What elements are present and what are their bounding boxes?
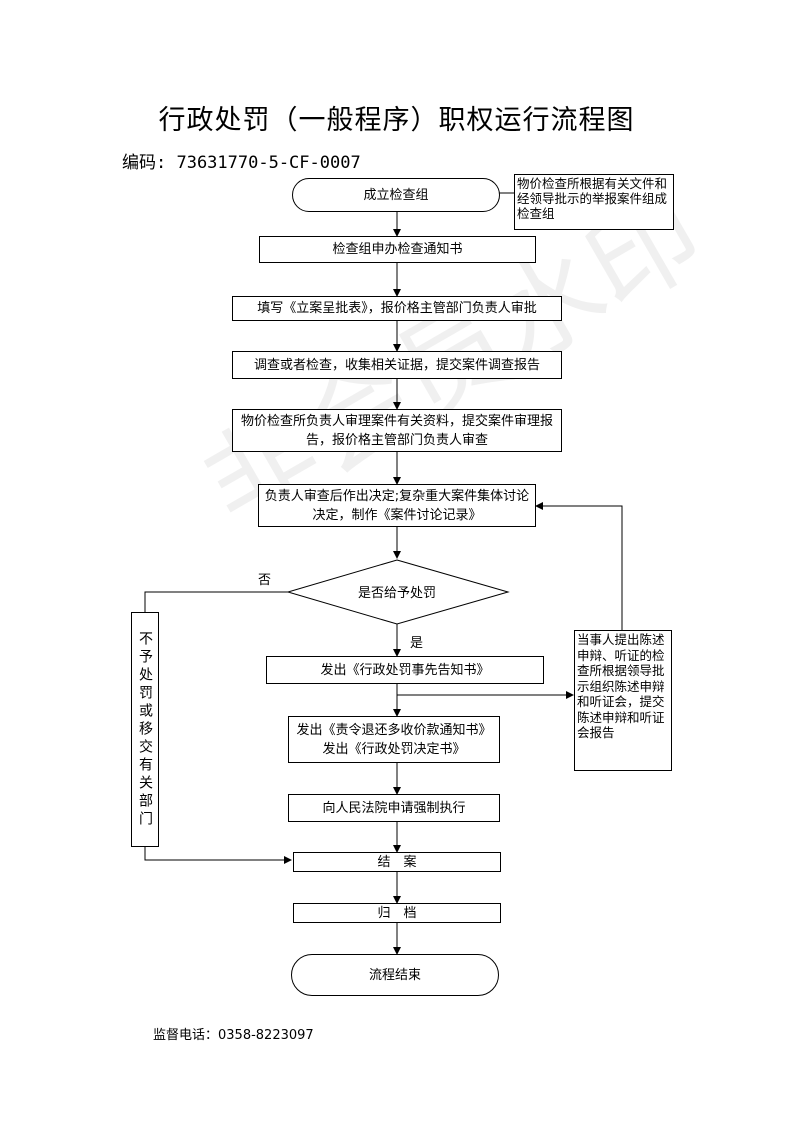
- note-top: 物价检查所根据有关文件和经领导批示的举报案件组成检查组: [514, 174, 674, 230]
- step-review: 物价检查所负责人审理案件有关资料，提交案件审理报告，报价格主管部门负责人审查: [232, 409, 562, 452]
- step-prior-notice: 发出《行政处罚事先告知书》: [266, 656, 544, 684]
- start-node: 成立检查组: [292, 178, 500, 212]
- supervision-phone: 监督电话：0358-8223097: [153, 1028, 314, 1043]
- step-close-case: 结 案: [293, 852, 501, 872]
- left-branch-text: 不予处罚或移交有关部门: [137, 630, 153, 829]
- document-code: 编码: 73631770-5-CF-0007: [122, 153, 361, 173]
- decision-diamond: [286, 559, 510, 625]
- end-node: 流程结束: [291, 954, 499, 996]
- step-archive: 归 档: [293, 903, 501, 923]
- decision-label: 是否给予处罚: [357, 586, 436, 601]
- page-title: 行政处罚（一般程序）职权运行流程图: [158, 105, 635, 136]
- step-decision-made: 负责人审查后作出决定;复杂重大案件集体讨论决定，制作《案件讨论记录》: [258, 484, 536, 527]
- right-branch-hearing: 当事人提出陈述申辩、听证的检查所根据领导批示组织陈述申辩和听证会，提交陈述申辩和…: [574, 630, 672, 771]
- step-apply-notice: 检查组申办检查通知书: [259, 236, 536, 263]
- no-label: 否: [258, 573, 272, 588]
- step-court-enforcement: 向人民法院申请强制执行: [288, 794, 500, 822]
- left-branch-no-penalty: 不予处罚或移交有关部门: [131, 612, 159, 847]
- step-investigate: 调查或者检查，收集相关证据，提交案件调查报告: [232, 351, 562, 379]
- step-file-approval: 填写《立案呈批表》，报价格主管部门负责人审批: [232, 296, 562, 321]
- yes-label: 是: [410, 636, 424, 651]
- step-penalty-decision: 发出《责令退还多收价款通知书》发出《行政处罚决定书》: [288, 716, 500, 763]
